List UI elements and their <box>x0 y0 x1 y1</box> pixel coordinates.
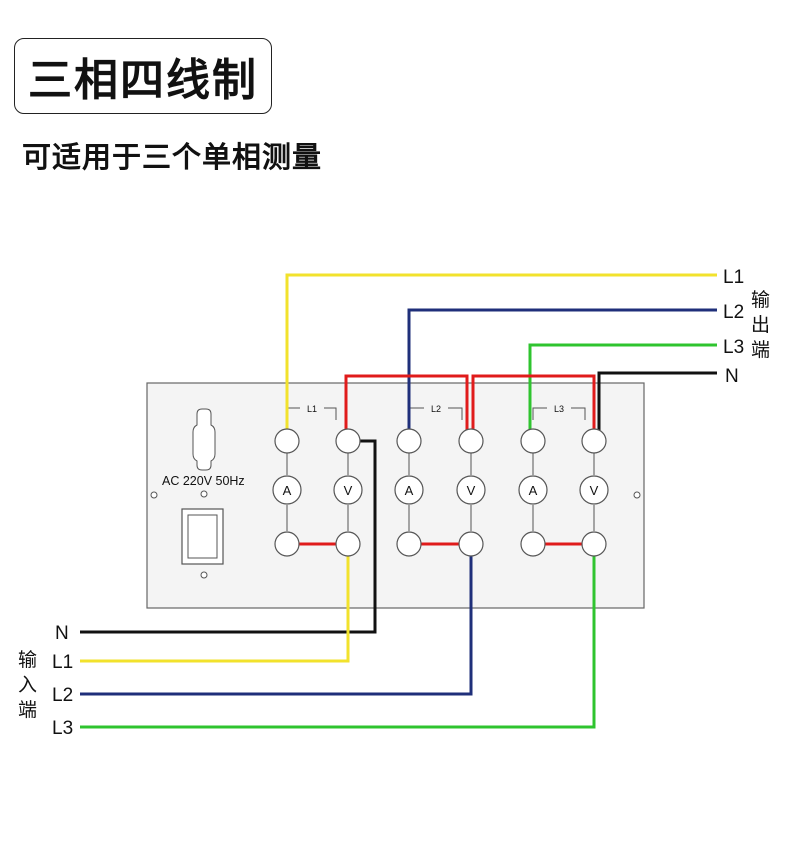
meter-group-l1: L1 A V <box>272 404 363 531</box>
terminal <box>581 531 607 557</box>
terminal <box>396 531 422 557</box>
screw-icon <box>150 491 158 499</box>
terminal <box>274 428 300 454</box>
terminal <box>520 428 546 454</box>
voltmeter-icon <box>333 475 363 505</box>
terminal <box>458 428 484 454</box>
power-socket <box>192 408 216 471</box>
voltmeter-icon <box>456 475 486 505</box>
jumper-wire-top-1 <box>344 374 469 441</box>
ammeter-icon <box>394 475 424 505</box>
terminal <box>520 531 546 557</box>
page-title: 三相四线制 <box>28 55 258 106</box>
output-label-l2: L2 <box>723 302 744 323</box>
title-box: 三相四线制 <box>14 38 272 114</box>
ammeter-icon <box>272 475 302 505</box>
output-title-char: 出 <box>751 314 770 336</box>
input-label-l3: L3 <box>52 718 73 739</box>
jumper-wire-top-2 <box>471 374 596 441</box>
output-wire-l1 <box>285 273 717 441</box>
ammeter-label: A <box>405 483 414 498</box>
ammeter-label: A <box>529 483 538 498</box>
spec-label: AC 220V 50Hz <box>162 474 245 488</box>
terminal <box>335 428 361 454</box>
screw-icon <box>633 491 641 499</box>
meter-group-l2: L2 A V <box>394 404 486 531</box>
input-wire-l2 <box>80 544 473 696</box>
input-title-char: 入 <box>18 674 37 696</box>
meter-group-l3: L3 A V <box>518 404 609 531</box>
output-wire-l3 <box>528 343 717 441</box>
output-label-l1: L1 <box>723 267 744 288</box>
group-label: L1 <box>307 404 317 414</box>
terminal <box>335 531 361 557</box>
output-title-char: 输 <box>751 289 770 311</box>
terminal <box>458 531 484 557</box>
input-label-n: N <box>55 623 69 644</box>
input-wire-l3 <box>80 544 596 729</box>
group-label: L2 <box>431 404 441 414</box>
input-wire-n <box>80 439 377 634</box>
output-wire-n <box>597 371 717 441</box>
terminal <box>581 428 607 454</box>
terminal <box>396 428 422 454</box>
ammeter-label: A <box>283 483 292 498</box>
output-label-n: N <box>725 366 739 387</box>
switch-rocker <box>187 514 218 559</box>
voltmeter-icon <box>579 475 609 505</box>
screw-icon <box>200 490 208 498</box>
screw-icon <box>200 571 208 579</box>
input-title-char: 输 <box>18 649 37 671</box>
input-label-l1: L1 <box>52 652 73 673</box>
ammeter-icon <box>518 475 548 505</box>
voltmeter-label: V <box>467 483 476 498</box>
input-title-char: 端 <box>18 699 37 721</box>
input-label-l2: L2 <box>52 685 73 706</box>
input-wire-l1 <box>80 544 350 663</box>
group-label: L3 <box>554 404 564 414</box>
output-label-l3: L3 <box>723 337 744 358</box>
output-title-char: 端 <box>751 339 770 361</box>
page-subtitle: 可适用于三个单相测量 <box>22 140 323 174</box>
voltmeter-label: V <box>344 483 353 498</box>
terminal <box>274 531 300 557</box>
output-wire-l2 <box>407 308 717 441</box>
voltmeter-label: V <box>590 483 599 498</box>
